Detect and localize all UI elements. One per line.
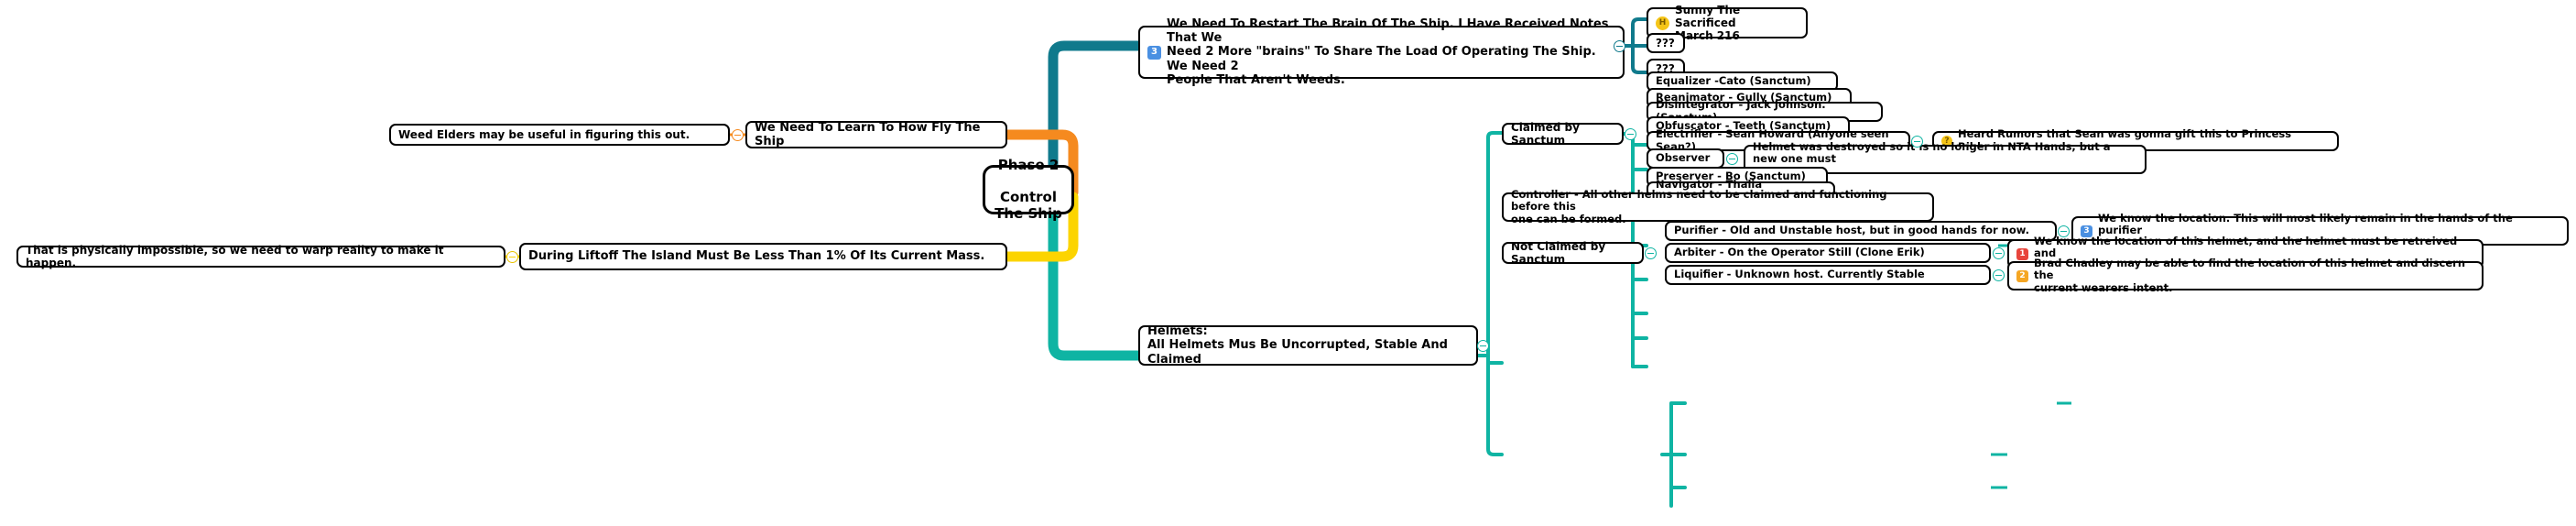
collapse-toggle-liftoff-mass[interactable] [506,251,518,263]
node-not-claimed-by-sanctum[interactable]: Not Claimed by Sanctum [1502,239,1644,266]
node-sunny-label: Sunny The Sacrificed March 216 [1675,3,1741,43]
root-line-1: Phase 2 [997,156,1060,173]
edge-restartbrain-to-children [1623,17,1648,74]
minus-icon [1627,133,1634,136]
node-arbiter[interactable]: Arbiter - On the Operator Still (Clone E… [1665,243,1991,263]
minus-icon [734,134,741,137]
node-weed-elders[interactable]: Weed Elders may be useful in figuring th… [389,124,730,146]
badge-icon-blue-3-purifier: 3 [2081,225,2092,237]
node-warp-reality-label: That is physically impossible, so we nee… [26,243,444,269]
badge-icon-red-1: 1 [2016,247,2028,260]
edge-helmets-to-groups [1476,131,1504,456]
collapse-toggle-liquifier[interactable] [1993,269,2005,281]
collapse-toggle-arbiter[interactable] [1993,247,2005,259]
node-controller[interactable]: Controller - All other helms need to be … [1502,188,1934,225]
collapse-toggle-electrifier[interactable] [1911,136,1923,148]
node-not-claimed-by-sanctum-label: Not Claimed by Sanctum [1511,239,1606,266]
node-purifier[interactable]: Purifier - Old and Unstable host, but in… [1665,221,2057,241]
collapse-toggle-claimed-by-sanctum[interactable] [1625,128,1636,140]
root-line-2: Control The Ship [995,189,1062,222]
root-title: Phase 2 Control The Ship [993,141,1064,238]
node-controller-label: Controller - All other helms need to be … [1511,187,1887,225]
node-obfuscator-label: Obfuscator - Teeth (Sanctum) [1656,119,1831,133]
badge-icon-amber-h: H [1656,16,1669,30]
minus-icon [1480,345,1486,347]
node-unknown-1[interactable]: ??? [1647,33,1685,53]
badge-icon-blue-3: 3 [1147,45,1161,60]
collapse-toggle-not-claimed-by-sanctum[interactable] [1645,247,1657,259]
root-node[interactable]: Phase 2 Control The Ship [983,157,1074,222]
node-liftoff-mass-label: During Liftoff The Island Must Be Less T… [528,249,985,264]
minus-icon [1995,274,2002,277]
node-learn-to-fly[interactable]: We Need To Learn To How Fly The Ship [745,121,1007,148]
edge-notclaimed-children [1660,401,1687,508]
collapse-toggle-restart-brain[interactable] [1614,40,1625,52]
node-observer[interactable]: Observer [1647,148,1724,169]
badge-icon-question: ? [1941,136,1952,147]
minus-icon [1914,140,1920,143]
minus-icon [1995,252,2002,255]
node-claimed-by-sanctum[interactable]: Claimed by Sanctum [1502,120,1624,147]
minus-icon [509,256,516,258]
node-liftoff-mass[interactable]: During Liftoff The Island Must Be Less T… [519,243,1007,270]
collapse-toggle-observer[interactable] [1726,153,1738,165]
node-weed-elders-label: Weed Elders may be useful in figuring th… [398,127,690,141]
node-reanimator-label: Reanimator - Gully (Sanctum) [1656,91,1832,104]
minus-icon [1647,252,1654,255]
minus-icon [1729,158,1735,160]
node-warp-reality[interactable]: That is physically impossible, so we nee… [16,243,505,269]
node-restart-brain[interactable]: 3 We Need To Restart The Brain Of The Sh… [1138,17,1625,87]
node-learn-to-fly-label: We Need To Learn To How Fly The Ship [755,120,981,148]
node-unknown-1-label: ??? [1656,36,1675,49]
node-equalizer-label: Equalizer -Cato (Sanctum) [1656,74,1811,88]
node-sunny[interactable]: H Sunny The Sacrificed March 216 [1647,4,1808,42]
collapse-toggle-learn-to-fly[interactable] [732,129,744,141]
node-observer-label: Observer [1656,151,1711,165]
minus-icon [1616,45,1623,48]
node-liquifier-note-label: Brad Chadley may be able to find the loc… [2034,256,2466,294]
node-helmets-label: Helmets: All Helmets Mus Be Uncorrupted,… [1147,324,1448,367]
badge-icon-amber-2: 2 [2016,269,2028,282]
minus-icon [2060,230,2067,233]
node-claimed-by-sanctum-label: Claimed by Sanctum [1511,120,1580,147]
node-liquifier-label: Liquifier - Unknown host. Currently Stab… [1674,268,1925,281]
edge-root-to-helmets [1048,192,1144,361]
node-restart-brain-label: We Need To Restart The Brain Of The Ship… [1167,16,1609,87]
collapse-toggle-helmets[interactable] [1477,340,1489,352]
node-liquifier[interactable]: Liquifier - Unknown host. Currently Stab… [1665,265,1991,285]
node-arbiter-label: Arbiter - On the Operator Still (Clone E… [1674,246,1925,259]
node-liquifier-note[interactable]: 2 Brad Chadley may be able to find the l… [2007,257,2484,294]
edge-to-controller [1486,354,1504,365]
collapse-toggle-purifier[interactable] [2058,225,2070,237]
node-helmets[interactable]: Helmets: All Helmets Mus Be Uncorrupted,… [1138,324,1478,367]
node-purifier-label: Purifier - Old and Unstable host, but in… [1674,224,2030,237]
node-preserver-label: Preserver - Bo (Sanctum) [1656,170,1806,183]
